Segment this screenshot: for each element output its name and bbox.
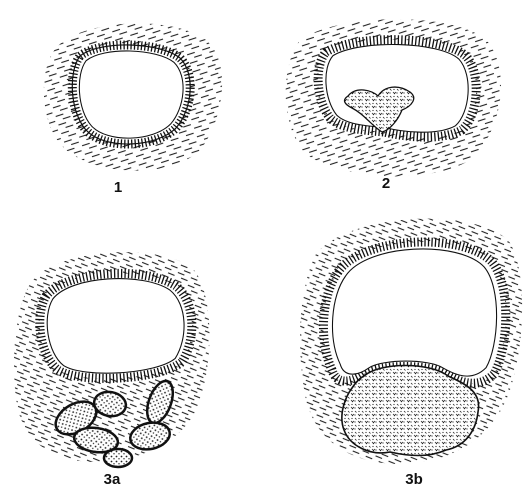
panel-1: 1 [44, 23, 222, 196]
panel-1-label: 1 [114, 179, 122, 196]
panel-3a-label: 3a [104, 471, 121, 487]
panel-2-label: 2 [382, 175, 390, 192]
panel-3b-label: 3b [405, 471, 423, 487]
panel-3a: 3a [14, 252, 209, 487]
panel-3b: 3b [300, 219, 522, 487]
panel-2: 2 [286, 19, 501, 192]
